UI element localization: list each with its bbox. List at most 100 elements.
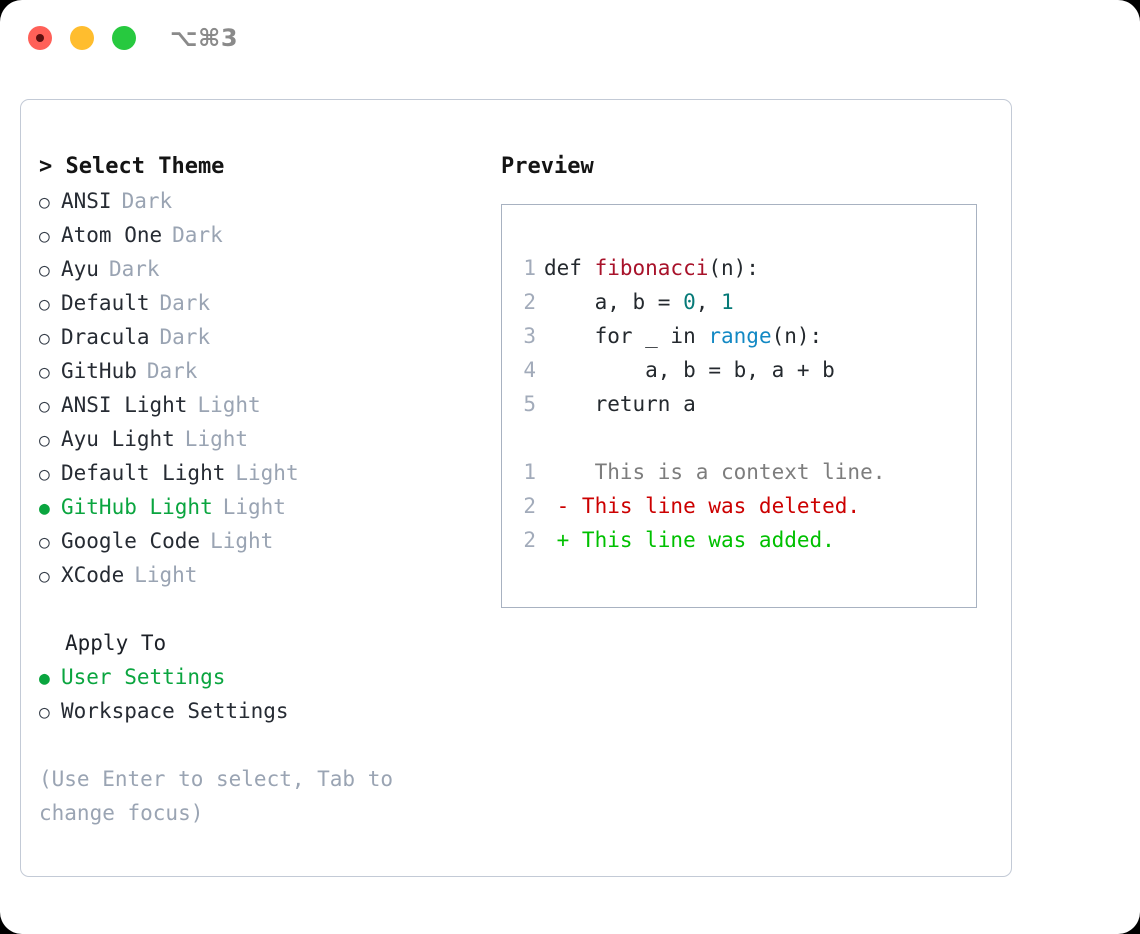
- radio-selected-icon: ●: [39, 668, 50, 689]
- line-number: 2: [523, 528, 536, 552]
- close-button[interactable]: [28, 26, 52, 50]
- minimize-button[interactable]: [70, 26, 94, 50]
- apply-to-option-label: Workspace Settings: [61, 699, 289, 723]
- code-token-plain: ,: [695, 290, 722, 314]
- code-token-num: 0: [683, 290, 696, 314]
- code-token-fn: fibonacci: [594, 256, 709, 280]
- diff-text: + This line was added.: [544, 528, 835, 552]
- theme-option-tag: Light: [210, 529, 274, 553]
- radio-unselected-icon: ○: [39, 328, 50, 349]
- apply-to-option-user-settings[interactable]: ● User Settings: [39, 660, 479, 694]
- theme-option-label: Google Code: [61, 529, 201, 553]
- select-theme-heading: > Select Theme: [39, 154, 225, 179]
- radio-selected-icon: ●: [39, 498, 50, 519]
- apply-to-option-workspace-settings[interactable]: ○ Workspace Settings: [39, 694, 479, 728]
- theme-option-tag: Dark: [108, 257, 160, 281]
- code-token-plain: a, b = b, a + b: [544, 358, 835, 382]
- diff-text: This is a context line.: [544, 460, 886, 484]
- radio-unselected-icon: ○: [39, 464, 50, 485]
- theme-option-label: Atom One: [61, 223, 163, 247]
- zoom-button[interactable]: [112, 26, 136, 50]
- theme-option-label: GitHub: [61, 359, 137, 383]
- theme-option-github-light[interactable]: ● GitHub Light Light: [39, 490, 479, 524]
- diff-line-del: 2 - This line was deleted.: [514, 489, 885, 523]
- code-token-plain: for _ in: [544, 324, 709, 348]
- theme-option-label: XCode: [61, 563, 125, 587]
- radio-unselected-icon: ○: [39, 566, 50, 587]
- code-token-num: 1: [721, 290, 734, 314]
- code-line: 4 a, b = b, a + b: [514, 353, 835, 387]
- radio-unselected-icon: ○: [39, 702, 50, 723]
- theme-option-tag: Light: [184, 427, 249, 451]
- theme-option-github[interactable]: ○ GitHub Dark: [39, 354, 479, 388]
- radio-unselected-icon: ○: [39, 294, 50, 315]
- code-token-plain: (n):: [708, 256, 759, 280]
- theme-option-label: Ayu Light: [61, 427, 175, 451]
- radio-unselected-icon: ○: [39, 192, 50, 213]
- theme-option-tag: Light: [197, 393, 261, 417]
- theme-option-label: ANSI: [61, 189, 112, 213]
- theme-option-xcode[interactable]: ○ XCode Light: [39, 558, 479, 592]
- diff-text: - This line was deleted.: [544, 494, 861, 518]
- theme-option-ansi[interactable]: ○ ANSI Dark: [39, 184, 479, 218]
- code-line: 5 return a: [514, 387, 835, 421]
- code-line: 3 for _ in range(n):: [514, 319, 835, 353]
- theme-option-tag: Dark: [146, 359, 198, 383]
- radio-unselected-icon: ○: [39, 430, 50, 451]
- theme-option-label: GitHub Light: [61, 495, 213, 519]
- theme-option-label: Dracula: [61, 325, 150, 349]
- theme-option-tag: Dark: [121, 189, 173, 213]
- line-number: 2: [523, 494, 536, 518]
- theme-option-label: Ayu: [61, 257, 99, 281]
- radio-unselected-icon: ○: [39, 532, 50, 553]
- line-number: 2: [523, 290, 536, 314]
- line-number: 3: [523, 324, 536, 348]
- theme-option-tag: Dark: [172, 223, 223, 247]
- theme-option-tag: Dark: [159, 325, 211, 349]
- window-controls: [28, 26, 136, 50]
- code-token-plain: def: [544, 256, 595, 280]
- diff-sample: 1 This is a context line.2 - This line w…: [514, 455, 885, 557]
- title-bar: ⌥⌘3: [0, 0, 1140, 78]
- diff-line-add: 2 + This line was added.: [514, 523, 885, 557]
- line-number: 4: [523, 358, 536, 382]
- theme-option-ayu-light[interactable]: ○ Ayu Light Light: [39, 422, 479, 456]
- apply-to-list: ● User Settings ○ Workspace Settings: [39, 660, 479, 728]
- theme-option-ansi-light[interactable]: ○ ANSI Light Light: [39, 388, 479, 422]
- theme-option-atom-one[interactable]: ○ Atom One Dark: [39, 218, 479, 252]
- code-line: 2 a, b = 0, 1: [514, 285, 835, 319]
- theme-option-tag: Light: [134, 563, 198, 587]
- theme-option-label: ANSI Light: [61, 393, 188, 417]
- code-token-plain: (n):: [771, 324, 823, 348]
- code-token-plain: a, b =: [544, 290, 684, 314]
- radio-unselected-icon: ○: [39, 396, 50, 417]
- theme-option-tag: Light: [235, 461, 299, 485]
- line-number: 1: [523, 256, 536, 280]
- code-token-plain: return a: [544, 392, 696, 416]
- theme-option-tag: Dark: [159, 291, 211, 315]
- code-token-kw: range: [708, 324, 772, 348]
- diff-line-ctx: 1 This is a context line.: [514, 455, 885, 489]
- apply-to-option-label: User Settings: [61, 665, 226, 689]
- radio-unselected-icon: ○: [39, 362, 50, 383]
- radio-unselected-icon: ○: [39, 226, 50, 247]
- keyboard-shortcut-label: ⌥⌘3: [170, 24, 239, 52]
- keyboard-hint-text: (Use Enter to select, Tab to change focu…: [39, 767, 394, 825]
- line-number: 5: [523, 392, 536, 416]
- theme-option-dracula[interactable]: ○ Dracula Dark: [39, 320, 479, 354]
- theme-option-tag: Light: [222, 495, 286, 519]
- code-line: 1 def fibonacci(n):: [514, 251, 835, 285]
- theme-option-google-code[interactable]: ○ Google Code Light: [39, 524, 479, 558]
- apply-to-heading: Apply To: [65, 631, 167, 655]
- line-number: 1: [523, 460, 536, 484]
